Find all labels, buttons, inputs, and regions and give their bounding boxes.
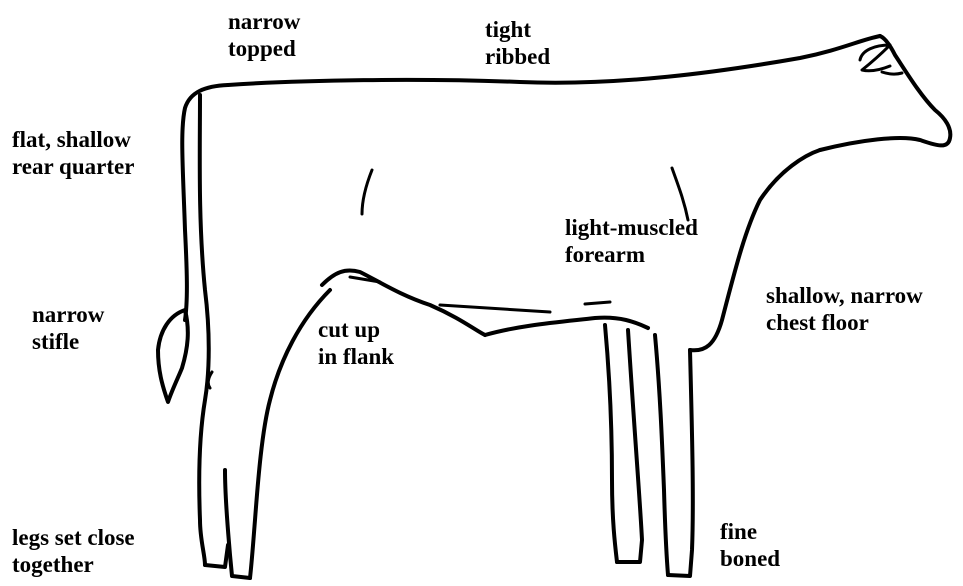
rib-mark-rear [362, 170, 372, 214]
label-line: fine [720, 518, 780, 545]
label-tight-ribbed: tight ribbed [485, 16, 550, 70]
label-line: in flank [318, 343, 394, 370]
label-flat-shallow-rear-quarter: flat, shallow rear quarter [12, 126, 134, 180]
label-narrow-stifle: narrow stifle [32, 301, 104, 355]
foreleg-front-hoof [668, 350, 693, 576]
label-line: topped [228, 35, 300, 62]
label-line: boned [720, 545, 780, 572]
ear-stroke [860, 45, 890, 71]
label-narrow-topped: narrow topped [228, 8, 300, 62]
label-line: rear quarter [12, 153, 134, 180]
label-line: shallow, narrow [766, 282, 923, 309]
label-line: cut up [318, 316, 394, 343]
foreleg-front-stroke [655, 335, 668, 575]
label-shallow-narrow-chest-floor: shallow, narrow chest floor [766, 282, 923, 336]
label-line: flat, shallow [12, 126, 134, 153]
tail-switch-stroke [158, 310, 188, 402]
hind-leg-rear-stroke [199, 95, 209, 565]
label-line: narrow [32, 301, 104, 328]
rib-mark-front [672, 168, 688, 220]
label-line: tight [485, 16, 550, 43]
belly-dash-2 [440, 305, 550, 312]
neck-and-head-stroke [820, 36, 950, 150]
label-line: together [12, 551, 135, 578]
label-line: light-muscled [565, 214, 698, 241]
eye-stroke [882, 72, 902, 74]
label-cut-up-in-flank: cut up in flank [318, 316, 394, 370]
hind-hoof-rear-stroke [205, 545, 228, 567]
label-line: forearm [565, 241, 698, 268]
foreleg-rear-stroke [605, 325, 617, 562]
label-line: legs set close [12, 524, 135, 551]
label-legs-set-close-together: legs set close together [12, 524, 135, 578]
hind-hoof-front-stroke [225, 470, 250, 578]
belly-stroke [485, 318, 648, 335]
label-line: chest floor [766, 309, 923, 336]
topline-stroke [228, 36, 880, 85]
label-line: stifle [32, 328, 104, 355]
foreleg-rear-hoof [617, 330, 642, 562]
belly-dash-3 [585, 302, 610, 304]
label-line: ribbed [485, 43, 550, 70]
label-line: narrow [228, 8, 300, 35]
label-fine-boned: fine boned [720, 518, 780, 572]
label-light-muscled-forearm: light-muscled forearm [565, 214, 698, 268]
